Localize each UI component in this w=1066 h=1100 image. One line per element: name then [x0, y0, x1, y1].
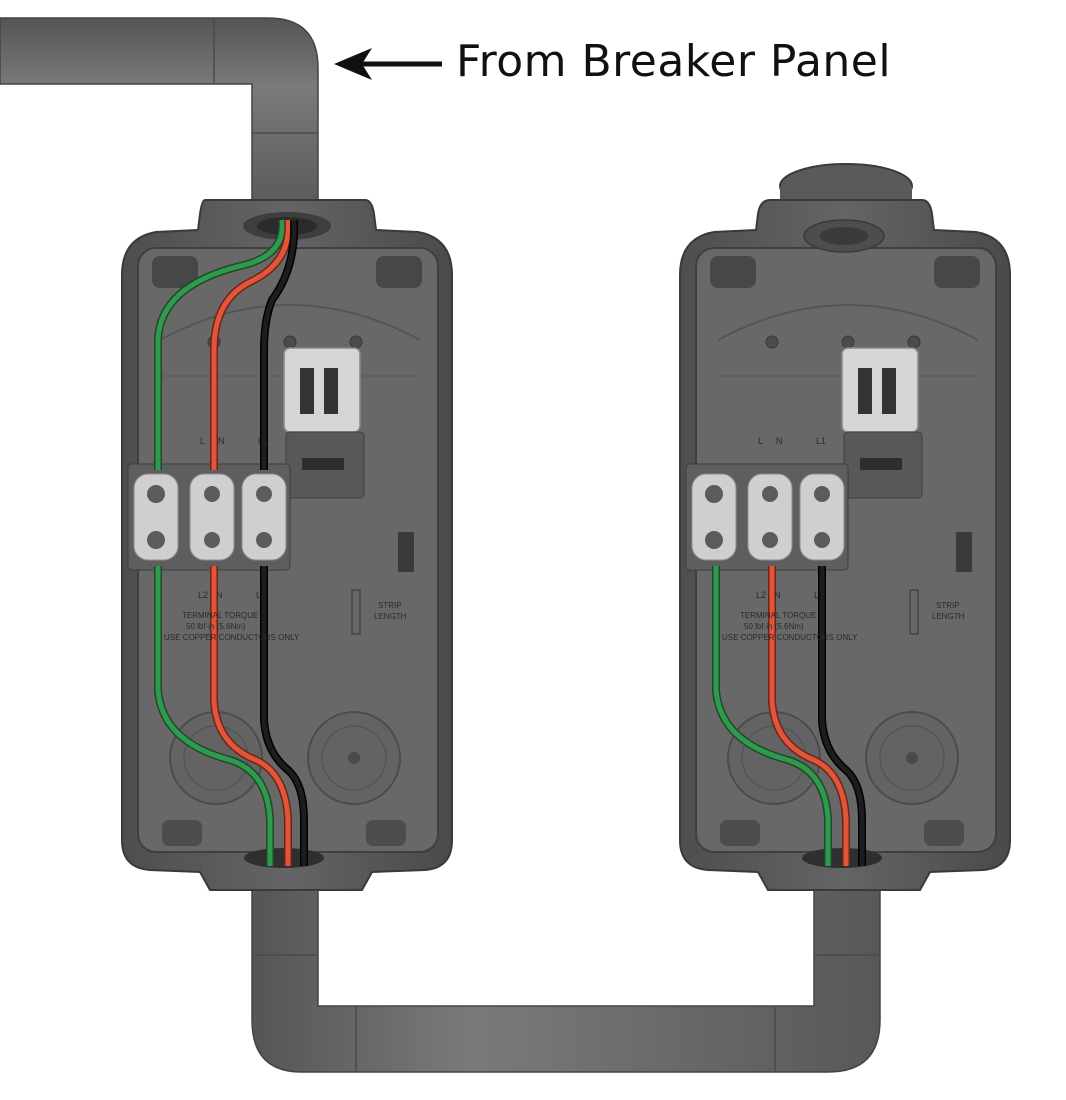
terminal-bottom-label: N — [774, 590, 781, 600]
torque-label-line3: USE COPPER CONDUCTORS ONLY — [722, 633, 858, 642]
wires-right — [712, 566, 866, 866]
relay-left — [283, 347, 365, 499]
torque-label-line1: TERMINAL TORQUE — [182, 611, 258, 620]
relay-right — [841, 347, 923, 499]
callout-arrow — [334, 48, 442, 80]
terminal-bottom-label: L — [814, 590, 819, 600]
terminal-top-label: L — [200, 436, 205, 446]
strip-label-line1: STRIP — [936, 601, 960, 610]
conduit-link — [251, 879, 881, 1073]
callout-label: From Breaker Panel — [456, 36, 892, 87]
torque-label-line1: TERMINAL TORQUE — [740, 611, 816, 620]
conduit-supply — [0, 17, 319, 216]
wires-left — [154, 219, 308, 866]
terminal-bottom-label: N — [216, 590, 223, 600]
strip-gauge — [351, 589, 361, 635]
terminal-top-label: L — [758, 436, 763, 446]
labels-left: L N L1 L2 N L TERMINAL TORQUE 50 lbf·in … — [164, 436, 407, 642]
strip-label-line2: LENGTH — [932, 612, 965, 621]
terminal-bottom-label: L — [256, 590, 261, 600]
torque-label-line2: 50 lbf·in (5.6Nm) — [186, 622, 246, 631]
torque-label-line3: USE COPPER CONDUCTORS ONLY — [164, 633, 300, 642]
terminal-top-label: N — [218, 436, 225, 446]
torque-label-line2: 50 lbf·in (5.6Nm) — [744, 622, 804, 631]
terminal-block-left — [127, 463, 291, 571]
terminal-top-label: L1 — [816, 436, 826, 446]
strip-label-line1: STRIP — [378, 601, 402, 610]
terminal-bottom-label: L2 — [198, 590, 208, 600]
terminal-bottom-label: L2 — [756, 590, 766, 600]
terminal-block-right — [685, 463, 849, 571]
terminal-top-label: N — [776, 436, 783, 446]
strip-gauge — [909, 589, 919, 635]
terminal-top-label: L1 — [258, 436, 268, 446]
labels-right: L N L1 L2 N L TERMINAL TORQUE 50 lbf·in … — [722, 436, 965, 642]
strip-label-line2: LENGTH — [374, 612, 407, 621]
